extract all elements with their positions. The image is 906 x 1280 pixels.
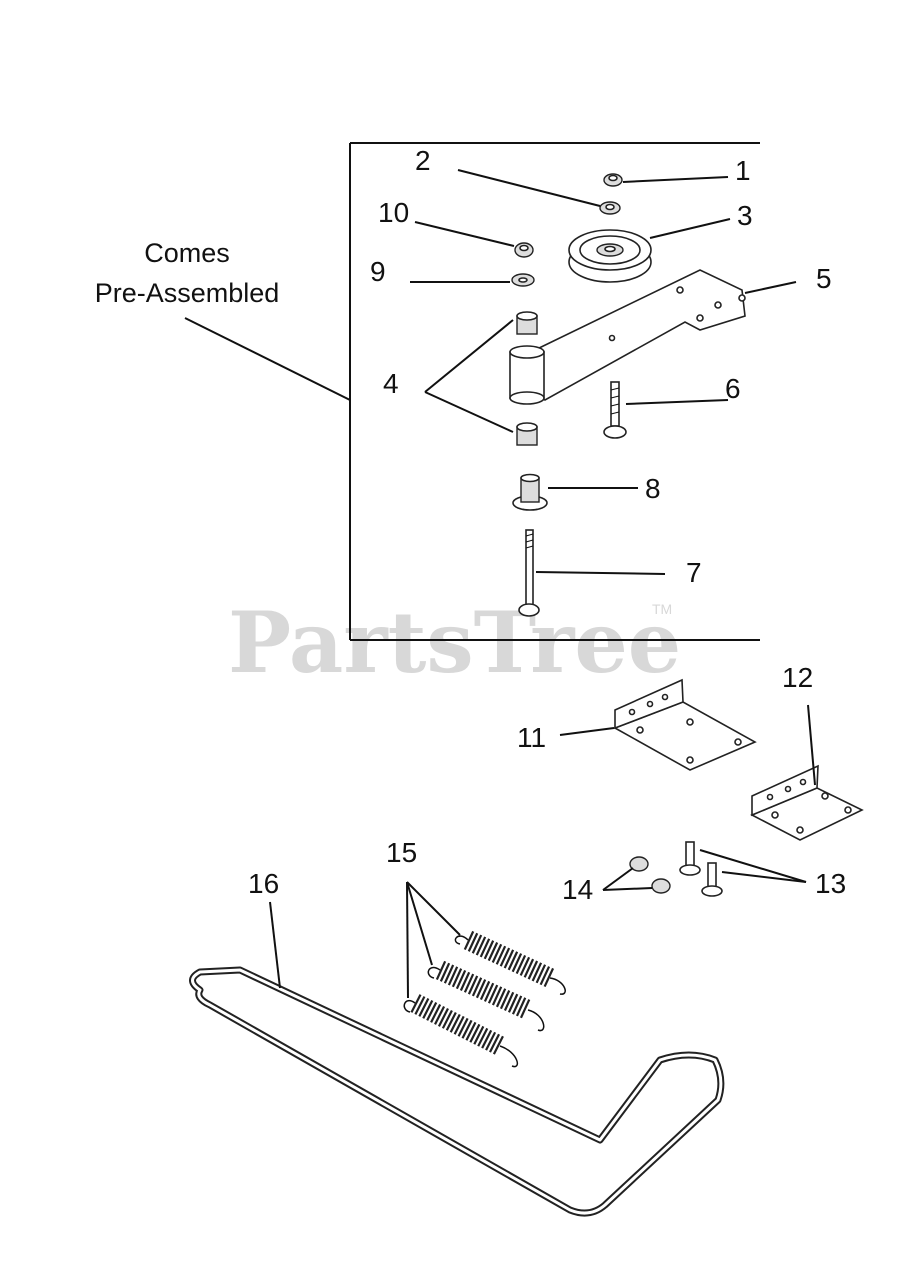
watermark-text: PartsTree — [228, 593, 681, 692]
callout-8: 8 — [645, 473, 661, 504]
callout-5: 5 — [816, 263, 832, 294]
note-line-2: Pre-Assembled — [95, 278, 280, 308]
part-7-long-bolt — [518, 529, 540, 617]
pre-assembled-box — [349, 142, 760, 641]
part-15-springs — [403, 930, 566, 1068]
callout-12: 12 — [782, 662, 813, 693]
part-4-bushing-bottom — [516, 422, 538, 446]
callout-10: 10 — [378, 197, 409, 228]
callout-4: 4 — [383, 368, 399, 399]
callout-11: 11 — [517, 722, 546, 753]
note-line-1: Comes — [144, 238, 230, 268]
part-12-bracket — [750, 764, 864, 841]
part-11-bracket — [613, 678, 757, 771]
callout-16: 16 — [248, 868, 279, 899]
callout-1: 1 — [735, 155, 751, 186]
callout-13: 13 — [815, 868, 846, 899]
part-4-bushing-top — [516, 311, 538, 335]
callout-9: 9 — [370, 256, 386, 287]
callout-6: 6 — [725, 373, 741, 404]
part-9-washer — [511, 273, 535, 287]
part-10-nut — [514, 242, 534, 258]
part-4-arm-sleeve — [509, 345, 545, 405]
watermark-trademark: TM — [652, 601, 672, 617]
part-14-nuts — [629, 856, 671, 894]
part-5-idler-arm — [534, 269, 746, 401]
leader-lines — [269, 169, 816, 999]
part-6-bolt — [603, 381, 627, 439]
part-3-pulley — [568, 229, 652, 283]
part-1-nut — [603, 173, 623, 187]
part-13-bolts — [679, 841, 723, 897]
note-leader — [184, 317, 351, 401]
part-2-washer — [599, 201, 621, 215]
part-8-spacer — [512, 473, 548, 511]
callout-15: 15 — [386, 837, 417, 868]
callout-7: 7 — [686, 557, 702, 588]
callout-3: 3 — [737, 200, 753, 231]
callout-14: 14 — [562, 874, 593, 905]
part-16-belt — [189, 966, 725, 1217]
callout-2: 2 — [415, 145, 431, 176]
